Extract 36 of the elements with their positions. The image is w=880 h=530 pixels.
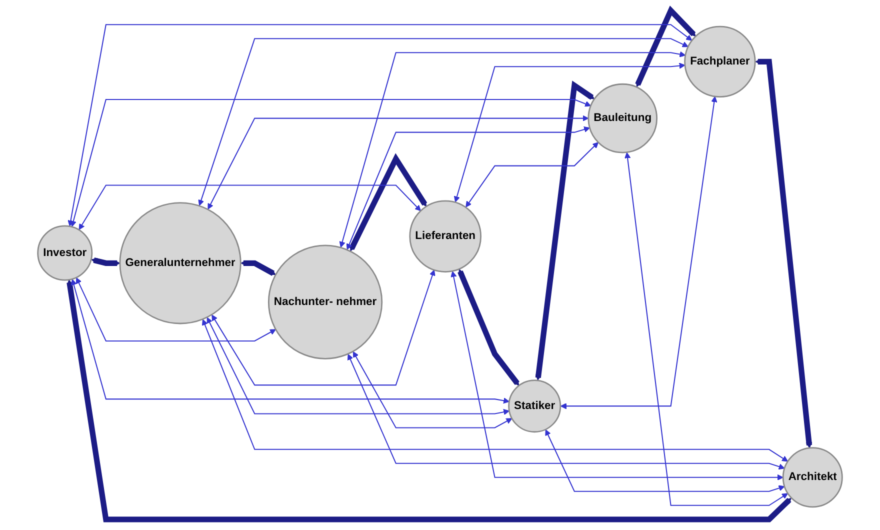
node-circle: Architekt (782, 447, 843, 508)
arrow (70, 279, 510, 404)
arrow (450, 271, 784, 480)
arrow (545, 429, 785, 492)
node-circle: Lieferanten (409, 200, 482, 272)
arrow (212, 270, 436, 386)
arrow (198, 38, 688, 206)
node-circle: Bauleitung (588, 83, 658, 154)
arrow (349, 153, 428, 252)
arrow (346, 126, 590, 250)
arrow (755, 58, 812, 448)
arrow (76, 277, 276, 342)
arrow (347, 354, 785, 470)
arrow (635, 6, 696, 88)
node-circle: Generalunternehmer (119, 202, 242, 324)
arrow (70, 98, 592, 227)
arrow (208, 115, 589, 210)
arrow (454, 62, 686, 202)
arrow (458, 269, 520, 386)
arrow (202, 319, 788, 462)
arrow (91, 257, 120, 266)
arrow (535, 80, 595, 380)
node-circle: Statiker (508, 380, 562, 433)
arrow (66, 279, 792, 522)
arrow (339, 51, 686, 248)
arrow (466, 142, 599, 208)
arrow (68, 24, 692, 226)
node-circle: Fachplaner (684, 26, 756, 98)
node-circle: Investor (37, 225, 93, 281)
arrow (206, 317, 510, 416)
arrow (240, 260, 276, 276)
node-circle: Nachunter- nehmer (268, 244, 383, 360)
arrow (560, 96, 718, 410)
arrow (624, 152, 788, 506)
arrow (78, 184, 421, 230)
arrow (352, 351, 512, 428)
